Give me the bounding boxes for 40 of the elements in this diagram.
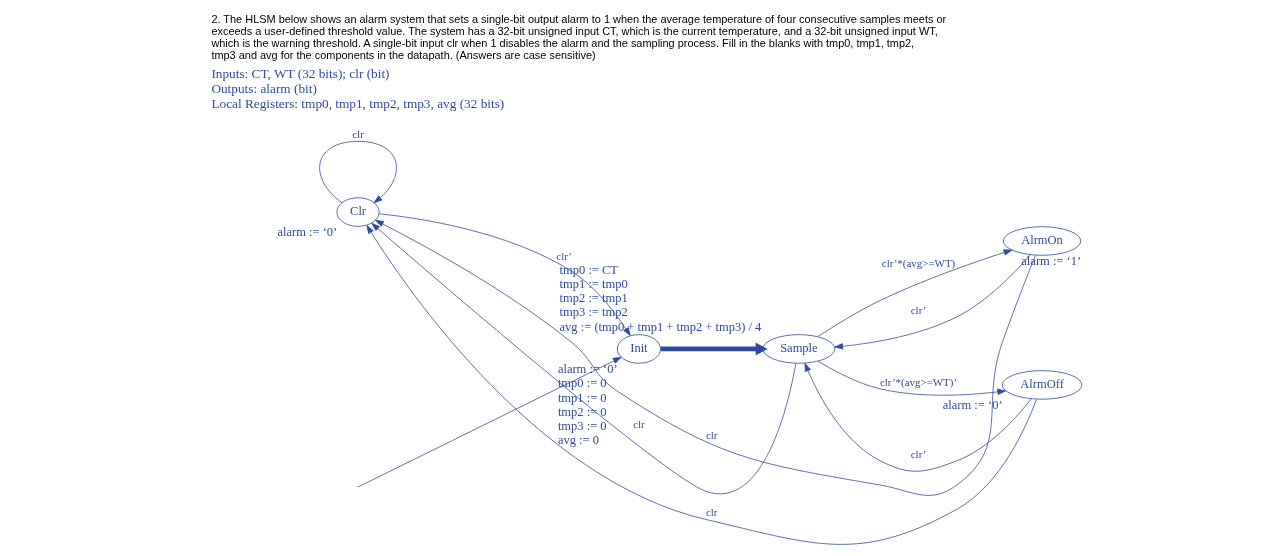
edge-label: clr <box>352 128 364 141</box>
edge-label: clr <box>705 506 718 519</box>
node-label: tmp3 := 0 <box>557 418 607 433</box>
label: Local Registers: tmp0, tmp1, tmp2, tmp3, avg (32 bits) <box>211 96 505 112</box>
arrow <box>378 213 631 336</box>
node-label: tmp1 := tmp0 <box>559 277 628 292</box>
node-label: alarm := ‘0’ <box>277 225 338 240</box>
diagram-title: 2. The HLSM below shows an alarm system that sets a single-bit output alarm to 1 when the average temperature of four consecutive samples meets or exceeds a user-defined threshold value. The system has a 32-bit unsigned input CT, which is the current temperature, and a 32-bit unsigned input WT, which is the warning threshold. A single-bit input clr when 1 disables the alarm and the sampling process. Fill in the blanks with tmp0, tmp1, tmp2, tmp3 and avg for the components in the datapath. (Answers are case sensitive) <box>211 13 947 61</box>
edge-label: clr’*(avg>=WT) <box>881 256 956 269</box>
label: Outputs: alarm (bit) <box>211 81 317 97</box>
edge-label: clr’ <box>556 249 572 262</box>
arrow <box>817 360 1006 396</box>
arrow <box>817 249 1013 337</box>
node-label: alarm := ‘1’ <box>1021 254 1082 269</box>
arrow <box>804 362 1032 472</box>
node-ellipse: Sample <box>762 334 836 364</box>
node-label: tmp1 := 0 <box>557 390 607 405</box>
arrow <box>371 223 797 495</box>
edge-label: clr <box>633 418 645 431</box>
arrow <box>834 254 1031 350</box>
edge-label: clr <box>705 429 718 442</box>
node-ellipse: Init <box>616 334 661 364</box>
node-label: avg := 0 <box>557 432 599 447</box>
arrow <box>660 342 768 356</box>
edge-label: clr’*(avg>=WT)’ <box>879 375 958 388</box>
node-label: avg := (tmp0 + tmp1 + tmp2 + tmp3) / 4 <box>559 319 762 334</box>
arrow <box>358 356 622 487</box>
arrow <box>375 219 1036 496</box>
node-ellipse: Clr <box>336 197 380 227</box>
node-label: tmp3 := tmp2 <box>559 305 628 320</box>
edge-label: clr’ <box>910 303 927 316</box>
label: Inputs: CT, WT (32 bits); clr (bit) <box>211 66 390 82</box>
node-label: alarm := ‘0’ <box>942 398 1003 413</box>
arrow <box>319 141 397 204</box>
node-label: tmp0 := CT <box>559 263 619 278</box>
node-label: tmp2 := 0 <box>557 404 607 419</box>
node-ellipse: AlrmOff <box>1001 370 1083 400</box>
node-label: tmp2 := tmp1 <box>559 291 628 306</box>
edge-label: clr’ <box>910 447 927 460</box>
arrow <box>366 225 1037 545</box>
